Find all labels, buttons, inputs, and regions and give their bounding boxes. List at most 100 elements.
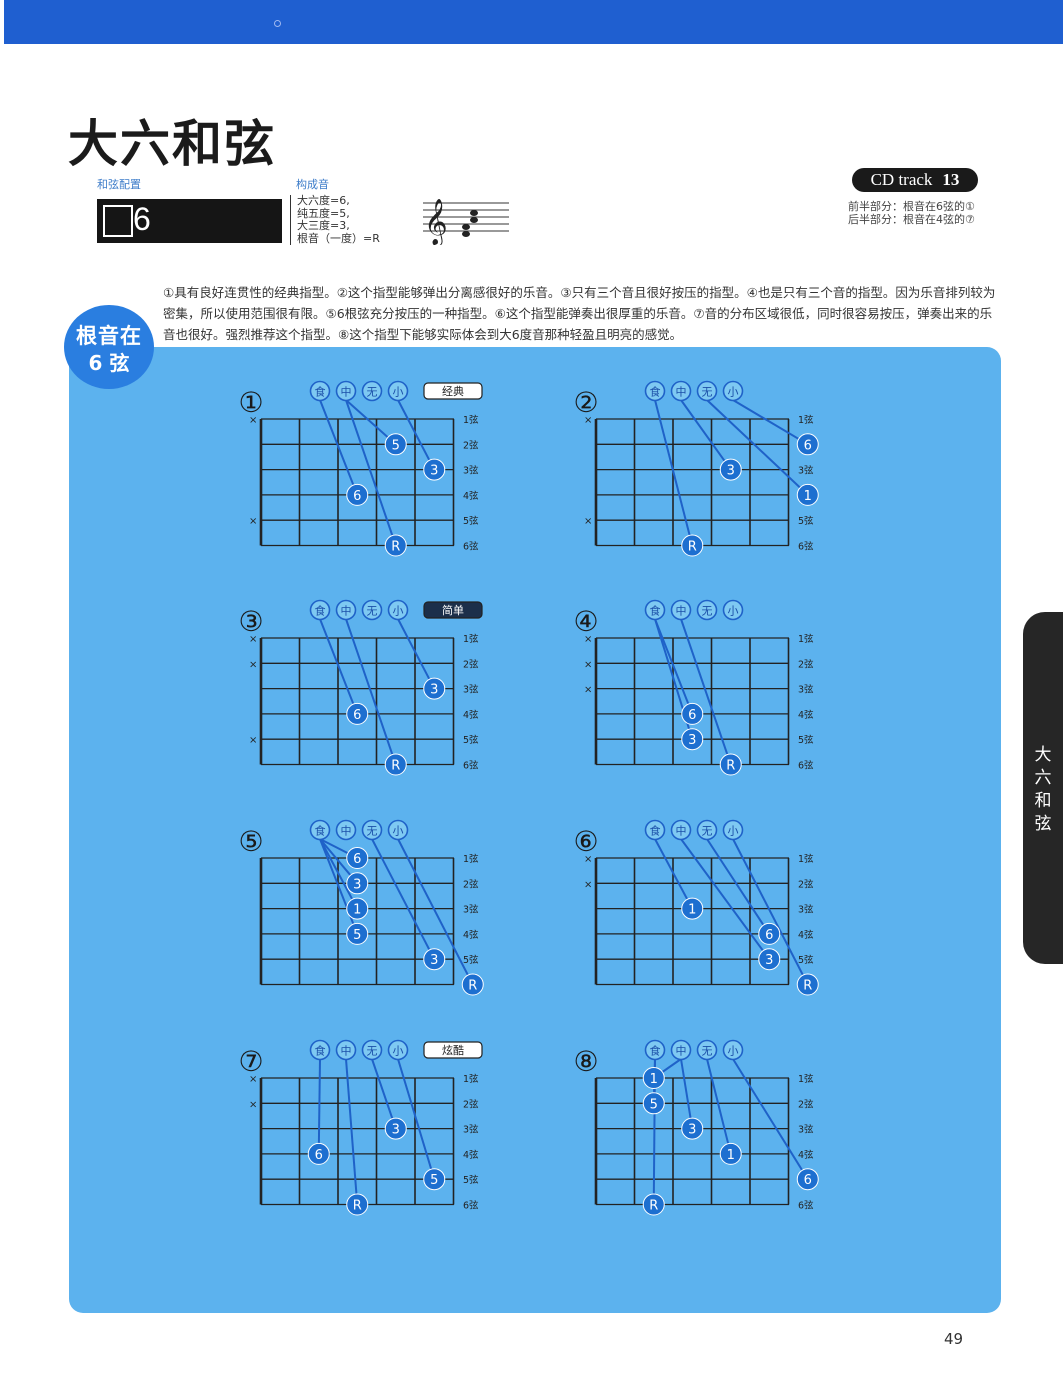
note-dot	[346, 847, 369, 869]
note-label: 3	[765, 953, 773, 968]
finger-label: 中	[676, 386, 687, 399]
note-label: 3	[688, 1123, 696, 1138]
string-label: 5弦	[463, 734, 479, 746]
side-tab: 大六和弦	[1023, 612, 1063, 964]
diagram-number: ①	[238, 386, 263, 419]
string-label: 2弦	[463, 439, 479, 451]
finger-label: 食	[650, 824, 661, 838]
root-badge-line2: 6 弦	[88, 351, 130, 375]
finger-label: 小	[728, 605, 739, 618]
string-label: 6弦	[463, 760, 479, 772]
note-dot	[642, 1193, 665, 1216]
cd-note-line: 前半部分：根音在6弦的①	[848, 200, 975, 213]
diagram-number: ⑤	[238, 825, 263, 858]
string-label: 6弦	[463, 541, 479, 553]
diagram-number: ⑦	[238, 1045, 263, 1078]
string-label: 2弦	[463, 658, 479, 670]
string-label: 1弦	[463, 1073, 479, 1085]
finger-label: 无	[367, 825, 378, 838]
cd-note-line: 后半部分：根音在4弦的⑦	[848, 213, 975, 226]
finger-circle	[361, 599, 383, 621]
finger-label: 无	[367, 605, 378, 618]
finger-connector	[654, 838, 694, 910]
diagram-number: ②	[573, 386, 598, 419]
finger-label: 无	[702, 605, 713, 618]
note-label: 1	[804, 489, 812, 504]
finger-circle	[670, 819, 692, 841]
finger-circle	[696, 1039, 718, 1061]
string-label: 4弦	[463, 929, 479, 941]
note-dot	[346, 483, 369, 506]
string-label: 1弦	[463, 853, 479, 865]
note-label: R	[391, 759, 400, 774]
finger-connector	[732, 838, 809, 985]
finger-label: 无	[367, 1045, 378, 1058]
chord-diagram: 1弦2弦3弦4弦5弦6弦⑤食中无小63153R	[238, 819, 484, 996]
string-label: 4弦	[798, 1149, 814, 1161]
string-label: 4弦	[463, 490, 479, 502]
finger-label: 无	[702, 825, 713, 838]
finger-connector	[732, 1058, 809, 1180]
note-dot	[681, 534, 704, 557]
note-dot	[346, 1193, 369, 1216]
note-dot	[346, 922, 369, 945]
finger-circle	[335, 380, 357, 402]
note-label: 6	[765, 928, 773, 943]
finger-circle	[696, 380, 718, 402]
diagram-number: ③	[238, 605, 263, 638]
cd-notes: 前半部分：根音在6弦的① 后半部分：根音在4弦的⑦	[848, 200, 975, 226]
string-label: 1弦	[463, 414, 479, 426]
note-label: 1	[353, 903, 361, 918]
note-dot	[758, 922, 781, 945]
finger-circle	[644, 819, 666, 841]
string-label: 3弦	[463, 1124, 479, 1136]
chord-name: 6	[133, 201, 151, 237]
note-dot	[346, 702, 369, 725]
finger-circle	[722, 380, 744, 402]
note-label: 6	[688, 708, 696, 723]
note-dot	[719, 458, 742, 481]
finger-label: 食	[315, 824, 326, 838]
finger-connector	[319, 838, 359, 935]
finger-connector	[345, 399, 397, 546]
string-label: 5弦	[463, 515, 479, 527]
note-dot	[423, 948, 446, 971]
note-label: 3	[727, 464, 735, 479]
string-label: 2弦	[798, 658, 814, 670]
note-label: 6	[353, 852, 361, 867]
finger-connector	[654, 399, 694, 546]
finger-connector	[345, 618, 397, 765]
note-dot	[796, 433, 819, 456]
finger-circle	[387, 819, 409, 841]
muted-string-mark: ×	[584, 634, 592, 645]
finger-label: 食	[315, 385, 326, 399]
finger-circle	[670, 1039, 692, 1061]
string-label: 5弦	[463, 954, 479, 966]
finger-circle	[387, 1039, 409, 1061]
string-label: 3弦	[463, 904, 479, 916]
side-tab-label: 大六和弦	[1034, 745, 1052, 834]
string-label: 3弦	[798, 684, 814, 696]
note-dot	[681, 702, 704, 725]
finger-circle	[696, 819, 718, 841]
note-dot	[423, 1168, 446, 1191]
finger-circle	[361, 1039, 383, 1061]
finger-circle	[670, 599, 692, 621]
note-dot	[307, 1142, 330, 1165]
finger-label: 食	[315, 1044, 326, 1058]
finger-label: 无	[702, 386, 713, 399]
composition-line: 大六度=6,	[297, 194, 350, 207]
finger-connector	[706, 838, 771, 935]
finger-circle	[335, 819, 357, 841]
muted-string-mark: ×	[584, 659, 592, 670]
string-label: 5弦	[798, 734, 814, 746]
finger-label: 食	[650, 1044, 661, 1058]
finger-connector	[706, 399, 809, 496]
muted-string-mark: ×	[249, 516, 257, 527]
note-label: 3	[430, 683, 438, 698]
